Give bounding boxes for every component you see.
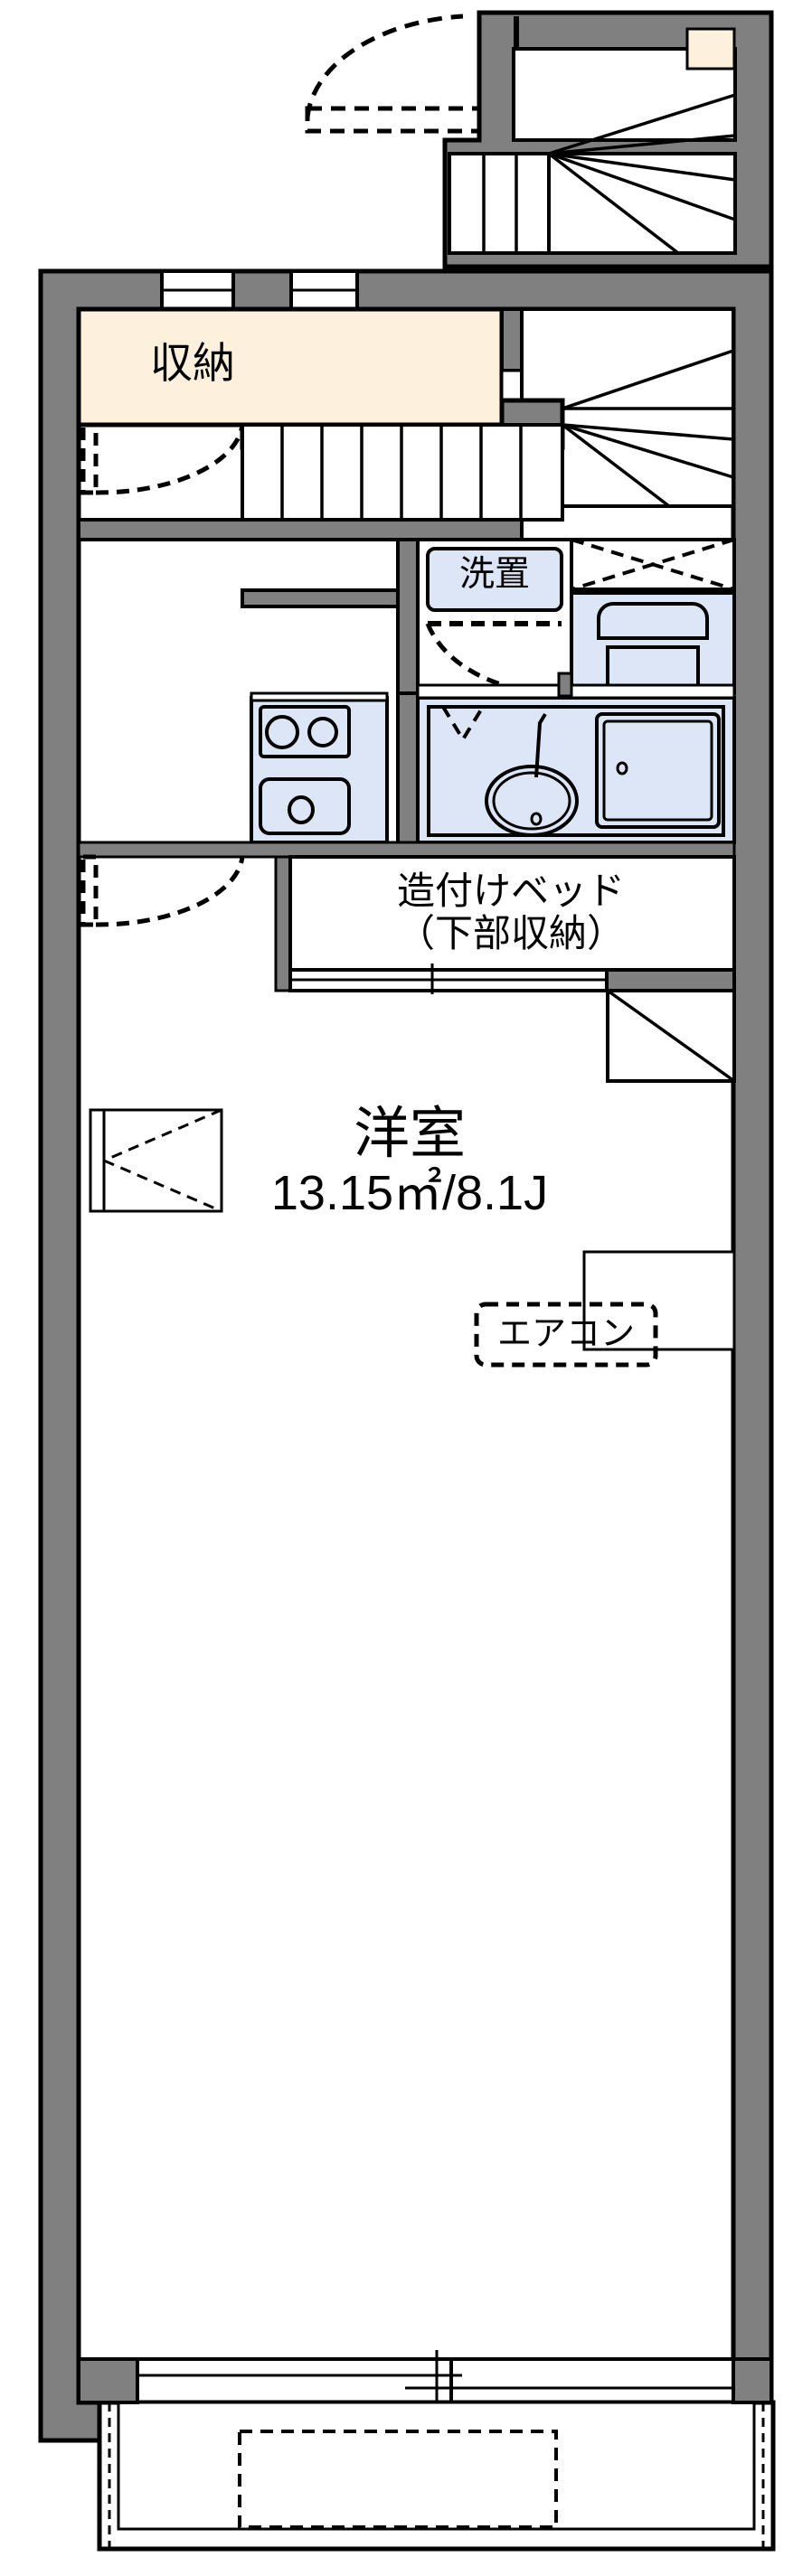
toilet-tank-icon bbox=[597, 602, 709, 640]
washbasin-inner-icon bbox=[492, 771, 571, 831]
western-room-area: 13.15㎡/8.1J bbox=[271, 1166, 548, 1220]
side-window-swing-1 bbox=[103, 1108, 222, 1162]
lower-left-column bbox=[77, 2357, 139, 2404]
stair-under-beam bbox=[77, 518, 524, 541]
bath-door-swing bbox=[441, 705, 485, 743]
stair-shaft-wall-top bbox=[500, 307, 524, 372]
upper-stair-post bbox=[514, 16, 519, 51]
bathtub-inner-icon bbox=[602, 719, 713, 822]
corner-closet-diagonal bbox=[606, 989, 736, 1083]
washing-machine-fixture bbox=[426, 547, 563, 612]
balcony-dashed-zone bbox=[238, 2430, 558, 2529]
builtin-bed-area: 造付けベッド （下部収納） bbox=[77, 841, 736, 994]
bathtub-drain-icon bbox=[616, 761, 628, 776]
kitchen-right-wall bbox=[396, 691, 420, 849]
closet-door-lower bbox=[80, 854, 245, 927]
balcony-door bbox=[136, 2350, 736, 2404]
winder-fan-line-4 bbox=[561, 423, 671, 508]
sink-drain-icon bbox=[288, 795, 315, 824]
balcony-door-left-panel bbox=[136, 2357, 453, 2404]
washer-place-label: 洗置 bbox=[459, 555, 530, 594]
washbasin-faucet-icon bbox=[534, 712, 547, 778]
kitchen-counter-edge bbox=[250, 691, 389, 702]
stove-burner-right-icon bbox=[307, 717, 338, 747]
balcony bbox=[97, 2400, 776, 2552]
closet-door-arc-upper bbox=[95, 424, 245, 495]
upper-winder-line-3 bbox=[548, 152, 736, 182]
bed-left-wall bbox=[274, 855, 292, 992]
entry-door-leaf bbox=[305, 106, 482, 134]
storage-upper-area bbox=[76, 306, 505, 428]
upper-stair-tread-block bbox=[448, 152, 551, 255]
builtin-bed-label-line1: 造付けベッド bbox=[397, 870, 625, 912]
corner-closet bbox=[606, 989, 736, 1083]
upper-stair-block bbox=[305, 10, 774, 269]
side-window-swing-2 bbox=[103, 1159, 222, 1213]
stair-shaft-door-opening bbox=[500, 369, 524, 402]
bath-door-panel bbox=[416, 683, 736, 700]
balcony-inner-edge bbox=[117, 2401, 756, 2531]
washer-place-room: 洗置 bbox=[241, 538, 573, 696]
bed-right-beam bbox=[605, 968, 736, 992]
western-room-name: 洋室 bbox=[354, 1103, 466, 1165]
upper-landing-patch bbox=[685, 27, 736, 71]
upper-winder-line-1 bbox=[548, 93, 736, 155]
stove-burner-left-icon bbox=[265, 715, 299, 749]
upper-winder-line-4 bbox=[548, 152, 736, 221]
top-windows bbox=[160, 269, 359, 311]
bed-top-beam bbox=[77, 841, 736, 859]
kitchen-area bbox=[250, 691, 420, 849]
lower-right-column bbox=[732, 2357, 773, 2404]
bathroom-area bbox=[416, 672, 736, 844]
winder-fan-line-3 bbox=[562, 423, 734, 479]
hall-stub-wall bbox=[241, 588, 400, 608]
balcony-door-right-panel bbox=[449, 2357, 736, 2404]
closet-door-arc-lower bbox=[95, 856, 245, 927]
storage-upper-room: 収納 bbox=[76, 306, 505, 428]
western-room: 洋室 13.15㎡/8.1J bbox=[271, 1103, 548, 1220]
entry-door-swing-arc bbox=[305, 14, 464, 118]
upper-winder-line-2 bbox=[548, 134, 736, 155]
room-side-window bbox=[89, 1108, 223, 1213]
bath-door-jamb bbox=[557, 672, 573, 698]
upper-winder-line-5 bbox=[547, 152, 680, 255]
toilet-cabinet-x-2 bbox=[571, 538, 735, 591]
air-conditioner-label: エアコン bbox=[497, 1315, 635, 1353]
washbasin-icon bbox=[485, 765, 579, 837]
storage-upper-label: 収納 bbox=[150, 339, 235, 387]
side-window-frame bbox=[89, 1108, 223, 1213]
air-conditioner-box bbox=[474, 1302, 658, 1368]
lower-right-wall-notch bbox=[77, 2357, 773, 2404]
air-conditioner-zone: エアコン bbox=[474, 1250, 736, 1368]
main-staircase bbox=[77, 307, 735, 541]
closet-door-leaf-lower bbox=[80, 854, 99, 927]
winder-fan-line-2 bbox=[562, 423, 734, 441]
closet-door-leaf-upper bbox=[80, 422, 99, 495]
winder-fan-line-1 bbox=[562, 349, 734, 410]
washer-left-wall bbox=[396, 538, 420, 695]
ac-wall-recess bbox=[582, 1250, 736, 1351]
builtin-bed-label-line2: （下部収納） bbox=[397, 912, 625, 954]
closet-door-upper bbox=[80, 422, 245, 495]
washbasin-drain-icon bbox=[530, 812, 543, 826]
